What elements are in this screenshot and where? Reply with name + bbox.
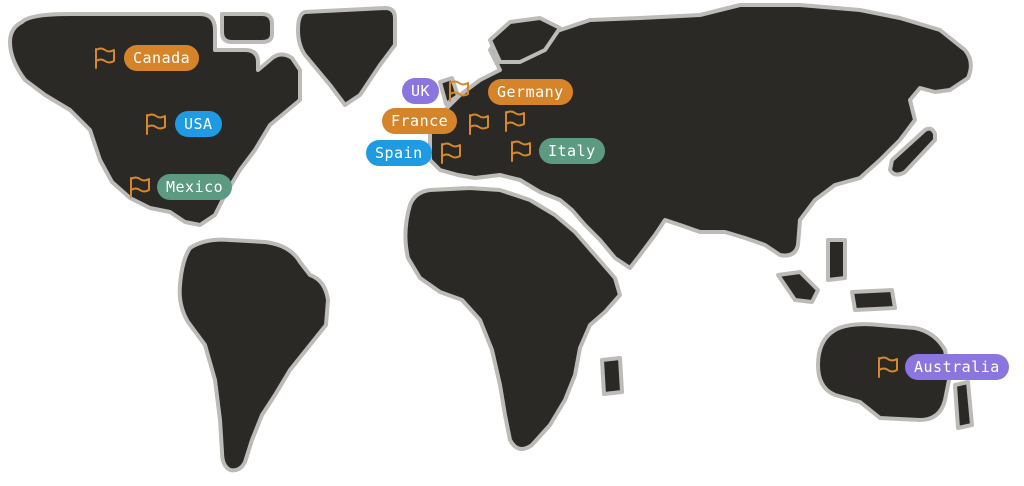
madagascar	[600, 356, 624, 396]
country-label-canada[interactable]: Canada	[124, 45, 200, 71]
flag-icon	[466, 112, 492, 136]
island-borneo	[826, 238, 847, 282]
flag-icon	[502, 109, 528, 133]
new-zealand	[953, 380, 974, 430]
continent-africa	[403, 186, 622, 451]
scandinavia	[488, 16, 562, 64]
flag-icon	[143, 112, 169, 136]
flag-icon	[127, 175, 153, 199]
flag-icon	[875, 355, 901, 379]
country-label-uk[interactable]: UK	[402, 78, 440, 104]
country-label-france[interactable]: France	[382, 108, 458, 134]
continent-eurasia	[428, 3, 973, 270]
continent-north-america	[8, 12, 302, 227]
japan	[888, 126, 937, 177]
continent-australia	[816, 322, 952, 422]
continent-south-america	[177, 237, 330, 473]
country-label-italy[interactable]: Italy	[539, 138, 605, 164]
country-label-germany[interactable]: Germany	[488, 79, 573, 105]
country-label-usa[interactable]: USA	[175, 111, 222, 137]
country-label-mexico[interactable]: Mexico	[157, 174, 233, 200]
flag-icon	[92, 46, 118, 70]
country-label-spain[interactable]: Spain	[366, 140, 432, 166]
arctic-island	[220, 12, 274, 44]
flag-icon	[438, 141, 464, 165]
island-sulawesi	[850, 288, 897, 312]
flag-icon	[446, 79, 472, 103]
island-sumatra	[776, 270, 820, 304]
greenland	[296, 6, 397, 107]
flag-icon	[508, 139, 534, 163]
country-label-australia[interactable]: Australia	[905, 354, 1009, 380]
